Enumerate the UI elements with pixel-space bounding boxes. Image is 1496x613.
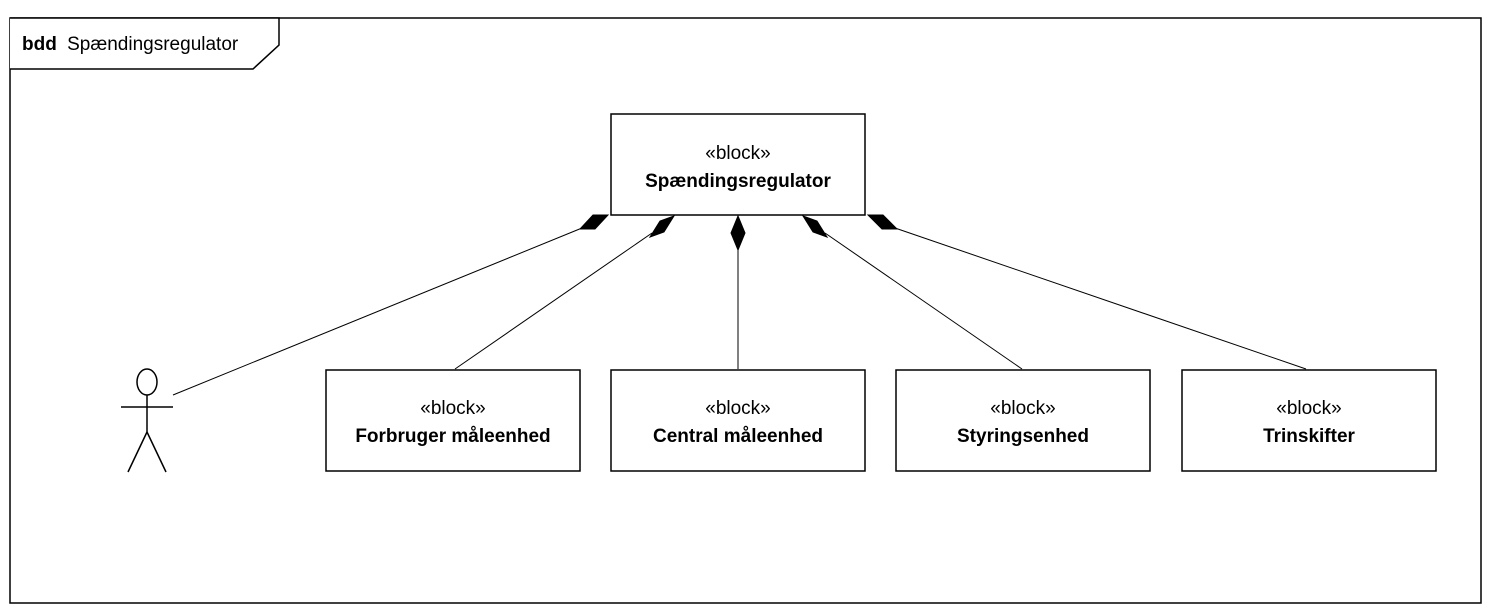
- block-central-maaleenhed[interactable]: «block» Central måleenhed: [610, 369, 866, 472]
- composition-diamond-icon: [648, 215, 676, 238]
- block-spaendingsregulator[interactable]: «block» Spændingsregulator: [610, 113, 866, 216]
- stick-figure-actor-icon[interactable]: [121, 368, 173, 473]
- connector-forbruger-maaleenhed[interactable]: [454, 232, 653, 370]
- composition-diamond-icon: [866, 214, 899, 230]
- block-stereotype: «block»: [420, 398, 486, 419]
- connector-actor[interactable]: [172, 227, 583, 396]
- block-box: [610, 113, 866, 216]
- block-box: [325, 369, 581, 472]
- connector-trinskifter[interactable]: [894, 227, 1307, 370]
- block-stereotype: «block»: [990, 398, 1056, 419]
- composition-diamond-icon: [730, 214, 746, 252]
- frame-name: Spændingsregulator: [67, 34, 239, 55]
- diagram-frame: [9, 17, 1482, 604]
- connector-styringsenhed[interactable]: [824, 232, 1023, 370]
- block-name: Styringsenhed: [957, 426, 1089, 447]
- block-styringsenhed[interactable]: «block» Styringsenhed: [895, 369, 1151, 472]
- actor-head: [136, 368, 158, 396]
- frame-keyword: bdd: [22, 34, 57, 55]
- composition-diamond-icon: [801, 215, 829, 238]
- block-box: [1181, 369, 1437, 472]
- block-box: [610, 369, 866, 472]
- block-name: Forbruger måleenhed: [355, 426, 550, 447]
- block-name: Trinskifter: [1263, 426, 1355, 447]
- frame-name-tab: [10, 17, 280, 70]
- block-stereotype: «block»: [1276, 398, 1342, 419]
- block-box: [895, 369, 1151, 472]
- block-name: Spændingsregulator: [645, 171, 831, 192]
- block-trinskifter[interactable]: «block» Trinskifter: [1181, 369, 1437, 472]
- block-name: Central måleenhed: [653, 426, 823, 447]
- actor-left-leg: [127, 431, 148, 473]
- composition-diamond-icon: [578, 214, 610, 230]
- frame-title: bdd Spændingsregulator: [22, 34, 239, 55]
- block-stereotype: «block»: [705, 143, 771, 164]
- composition-connectors: [172, 227, 1307, 396]
- block-forbruger-maaleenhed[interactable]: «block» Forbruger måleenhed: [325, 369, 581, 472]
- actor-right-leg: [146, 431, 167, 473]
- block-stereotype: «block»: [705, 398, 771, 419]
- composition-diamonds: [578, 214, 899, 252]
